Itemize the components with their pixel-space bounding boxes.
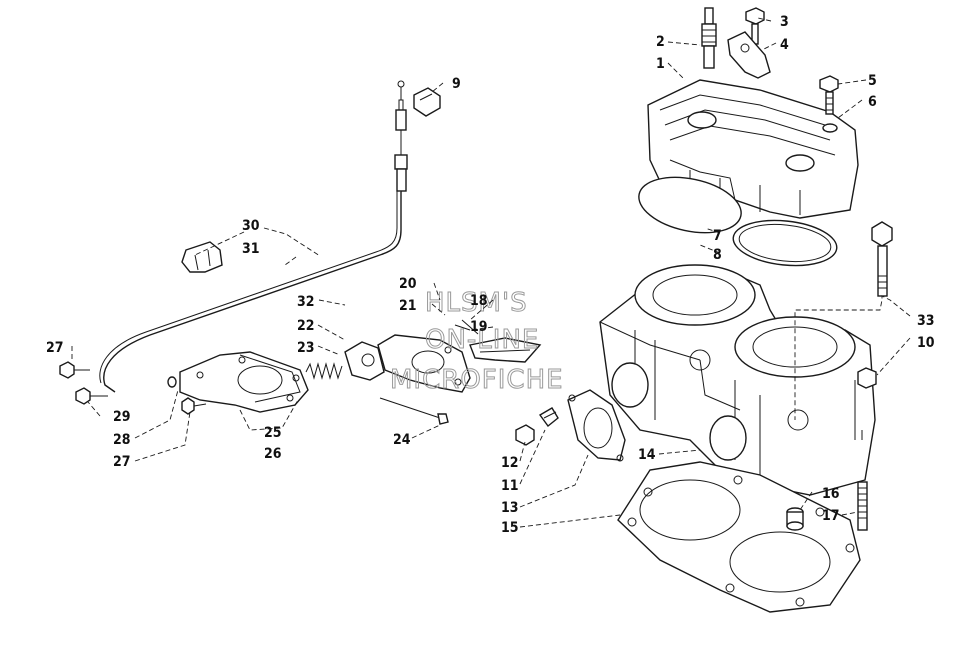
valve-cover[interactable] bbox=[377, 334, 471, 393]
valve-blade[interactable] bbox=[469, 337, 542, 363]
callout-20: 20 bbox=[399, 276, 417, 292]
washer-28[interactable] bbox=[167, 376, 177, 388]
callout-18: 18 bbox=[470, 293, 488, 309]
svg-text:MICROFICHE: MICROFICHE bbox=[390, 365, 564, 395]
head-gasket-lower[interactable] bbox=[731, 216, 839, 271]
head-bolt-right[interactable] bbox=[819, 75, 839, 115]
washer[interactable] bbox=[822, 123, 838, 133]
callout-27-upper: 27 bbox=[46, 340, 64, 356]
callout-17: 17 bbox=[822, 508, 840, 524]
cap-nut[interactable] bbox=[857, 367, 877, 389]
callout-6: 6 bbox=[868, 94, 877, 110]
callout-16: 16 bbox=[822, 486, 840, 502]
callout-28: 28 bbox=[113, 432, 131, 448]
head-gasket-upper[interactable] bbox=[634, 169, 747, 241]
callout-5: 5 bbox=[868, 73, 877, 89]
spark-plug[interactable] bbox=[701, 7, 717, 69]
callout-32: 32 bbox=[297, 294, 315, 310]
callout-25: 25 bbox=[264, 425, 282, 441]
leader-lines bbox=[71, 17, 911, 528]
bolt-29[interactable] bbox=[75, 387, 108, 405]
cable-clip[interactable] bbox=[413, 87, 441, 117]
callout-10: 10 bbox=[917, 335, 935, 351]
svg-text:ON-LINE: ON-LINE bbox=[425, 325, 539, 355]
callout-23: 23 bbox=[297, 340, 315, 356]
bolt-27-upper[interactable] bbox=[59, 361, 90, 379]
pivot-bolt[interactable] bbox=[379, 397, 449, 425]
callout-33: 33 bbox=[917, 313, 935, 329]
callout-7: 7 bbox=[713, 228, 722, 244]
callout-21: 21 bbox=[399, 298, 417, 314]
exhaust-gasket[interactable] bbox=[567, 389, 626, 462]
throttle-cable[interactable] bbox=[99, 80, 408, 393]
exhaust-nut[interactable] bbox=[515, 424, 535, 446]
exhaust-valve-housing[interactable] bbox=[179, 351, 309, 413]
callout-1: 1 bbox=[656, 56, 665, 72]
cable-clip-30[interactable] bbox=[181, 241, 223, 273]
exhaust-stud[interactable] bbox=[538, 407, 559, 428]
callout-labels: 1 2 3 4 5 6 7 8 9 10 11 12 13 14 15 16 1… bbox=[46, 14, 935, 536]
base-stud[interactable] bbox=[857, 481, 868, 531]
callout-15: 15 bbox=[501, 520, 519, 536]
valve-spring[interactable] bbox=[305, 362, 343, 380]
callout-14: 14 bbox=[638, 447, 656, 463]
callout-27-lower: 27 bbox=[113, 454, 131, 470]
callout-29: 29 bbox=[113, 409, 131, 425]
callout-30: 30 bbox=[242, 218, 260, 234]
callout-3: 3 bbox=[780, 14, 789, 30]
callout-12: 12 bbox=[501, 455, 519, 471]
callout-9: 9 bbox=[452, 76, 461, 92]
callout-31: 31 bbox=[242, 241, 260, 257]
callout-19: 19 bbox=[470, 319, 488, 335]
cylinder-base-gasket[interactable] bbox=[617, 461, 861, 613]
bolt-27-lower[interactable] bbox=[181, 397, 207, 415]
callout-11: 11 bbox=[501, 478, 519, 494]
head-stud-long[interactable] bbox=[871, 221, 893, 297]
dowel-pin[interactable] bbox=[786, 507, 804, 531]
callout-24: 24 bbox=[393, 432, 411, 448]
svg-text:HLSM'S: HLSM'S bbox=[425, 288, 528, 318]
callout-22: 22 bbox=[297, 318, 315, 334]
valve-piston[interactable] bbox=[344, 341, 385, 381]
callout-8: 8 bbox=[713, 247, 722, 263]
callout-26: 26 bbox=[264, 446, 282, 462]
callout-2: 2 bbox=[656, 34, 665, 50]
watermark: HLSM'S ON-LINE MICROFICHE bbox=[390, 288, 564, 396]
callout-13: 13 bbox=[501, 500, 519, 516]
callout-4: 4 bbox=[780, 37, 789, 53]
head-bracket[interactable] bbox=[727, 31, 771, 79]
